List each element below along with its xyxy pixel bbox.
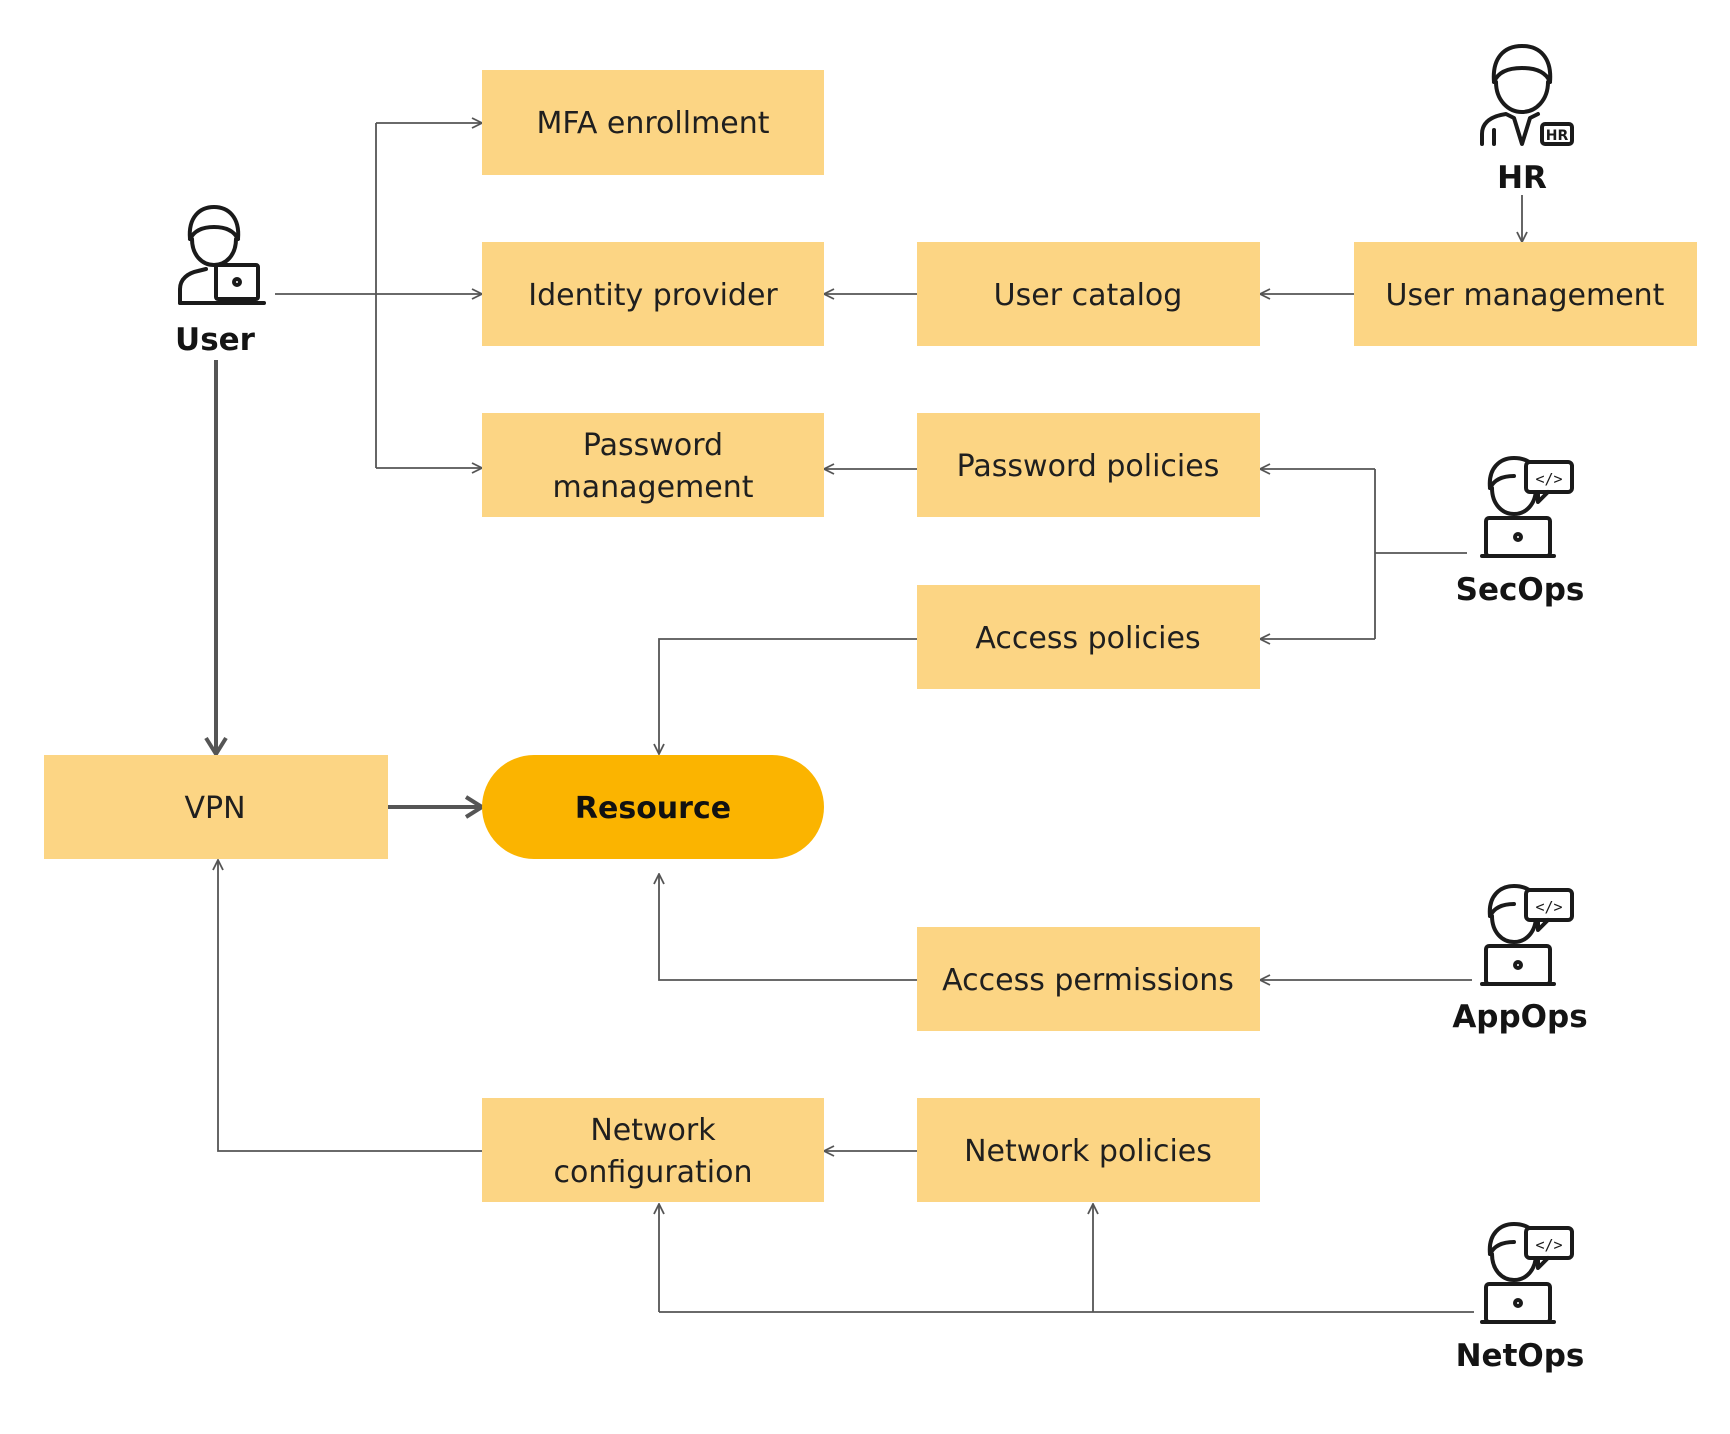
box-user-management-label: User management <box>1386 278 1665 313</box>
box-password-management-label-line2: management <box>553 470 754 505</box>
box-network-configuration: Network configuration <box>482 1098 824 1202</box>
developer-icon: </> <box>1480 1222 1574 1324</box>
box-network-policies-label: Network policies <box>964 1134 1212 1169</box>
netops-bubble-text: </> <box>1535 1236 1562 1254</box>
connector-access-permissions-to-resource <box>659 874 917 981</box>
actor-user: User <box>175 205 266 358</box>
box-vpn: VPN <box>44 755 388 859</box>
box-access-policies: Access policies <box>917 585 1260 689</box>
actor-netops: </> NetOps <box>1456 1222 1585 1374</box>
connectors <box>216 123 1522 1313</box>
box-mfa-enrollment: MFA enrollment <box>482 70 824 175</box>
box-password-policies: Password policies <box>917 413 1260 517</box>
box-network-policies: Network policies <box>917 1098 1260 1202</box>
actor-netops-label: NetOps <box>1456 1338 1585 1374</box>
connector-network-configuration-to-vpn <box>218 860 482 1152</box>
box-access-permissions-label: Access permissions <box>942 963 1234 998</box>
box-access-permissions: Access permissions <box>917 927 1260 1031</box>
box-network-configuration-label-line1: Network <box>590 1113 716 1148</box>
actor-secops: </> SecOps <box>1456 456 1585 608</box>
secops-bubble-text: </> <box>1535 470 1562 488</box>
box-identity-provider: Identity provider <box>482 242 824 346</box>
actor-hr: HR HR <box>1480 44 1574 196</box>
actor-user-label: User <box>175 322 256 358</box>
connector-access-policies-to-resource <box>659 638 917 754</box>
hr-badge-text: HR <box>1546 128 1569 144</box>
box-network-configuration-label-line2: configuration <box>554 1155 753 1190</box>
actor-appops: </> AppOps <box>1452 884 1588 1035</box>
box-identity-provider-label: Identity provider <box>528 278 778 313</box>
box-password-management: Password management <box>482 413 824 517</box>
box-mfa-enrollment-label: MFA enrollment <box>536 106 769 141</box>
box-user-management: User management <box>1354 242 1697 346</box>
box-user-catalog: User catalog <box>917 242 1260 346</box>
actor-secops-label: SecOps <box>1456 572 1585 608</box>
hr-person-icon: HR <box>1480 44 1574 146</box>
box-password-policies-label: Password policies <box>957 449 1220 484</box>
box-password-management-label-line1: Password <box>583 428 723 463</box>
actor-appops-label: AppOps <box>1452 999 1587 1035</box>
box-resource-label: Resource <box>575 791 731 826</box>
developer-icon: </> <box>1480 884 1574 986</box>
box-user-catalog-label: User catalog <box>994 278 1183 313</box>
person-laptop-icon <box>178 205 266 305</box>
developer-icon: </> <box>1480 456 1574 558</box>
box-resource: Resource <box>482 755 824 859</box>
actor-hr-label: HR <box>1497 160 1547 196</box>
box-access-policies-label: Access policies <box>975 621 1200 656</box>
appops-bubble-text: </> <box>1535 898 1562 916</box>
box-vpn-label: VPN <box>184 791 245 826</box>
